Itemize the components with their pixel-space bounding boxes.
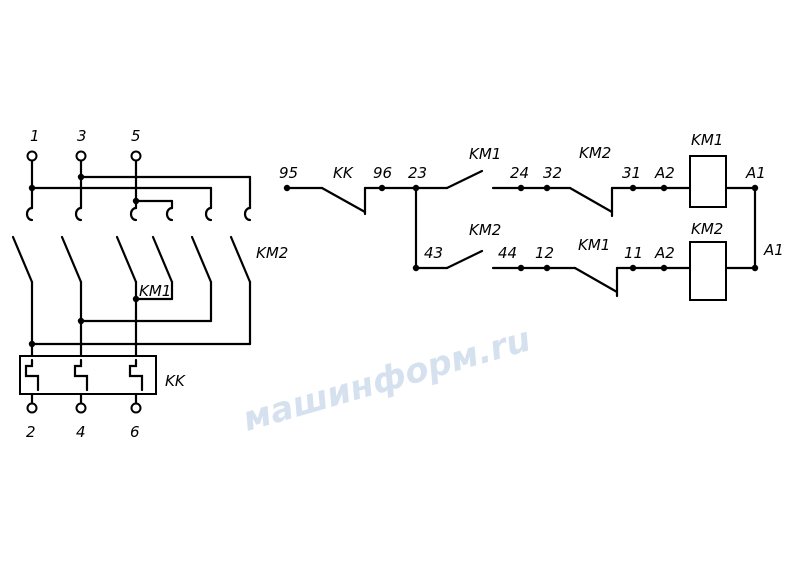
label-24: 24	[510, 164, 529, 182]
label-32: 32	[543, 164, 562, 182]
terminal-6	[130, 402, 142, 414]
svg-text:машинформ.ru: машинформ.ru	[238, 319, 535, 439]
label-km2-power: KM2	[256, 244, 288, 262]
coil-km1	[689, 155, 727, 208]
terminal-3	[75, 150, 87, 162]
label-km2-mid: KM2	[469, 221, 501, 239]
label-31: 31	[622, 164, 641, 182]
label-km2-top: KM2	[579, 144, 611, 162]
label-kk-contact: KK	[333, 164, 354, 182]
label-23: 23	[408, 164, 427, 182]
label-a2-top: A2	[654, 164, 675, 182]
terminal-label-3: 3	[77, 127, 87, 145]
terminal-label-4: 4	[76, 423, 86, 441]
label-95: 95	[279, 164, 298, 182]
terminal-1	[26, 150, 38, 162]
terminal-label-6: 6	[130, 423, 140, 441]
label-kk-relay: KK	[165, 372, 186, 390]
terminal-2	[26, 402, 38, 414]
terminal-4	[75, 402, 87, 414]
label-a1-top: A1	[745, 164, 766, 182]
label-43: 43	[424, 244, 443, 262]
terminal-label-5: 5	[131, 127, 141, 145]
coil-km2	[689, 241, 727, 301]
terminal-label-1: 1	[30, 127, 40, 145]
control-circuit	[283, 155, 759, 301]
label-a2-bot: A2	[654, 244, 675, 262]
power-circuit: KM2 KM1	[11, 150, 288, 358]
overload-relay: KK	[19, 355, 186, 414]
label-coil-km2: KM2	[691, 220, 723, 238]
label-12: 12	[535, 244, 554, 262]
terminal-5	[130, 150, 142, 162]
terminal-label-2: 2	[26, 423, 36, 441]
label-11: 11	[624, 244, 643, 262]
label-coil-km1: KM1	[691, 131, 723, 149]
label-a1-bot: A1	[763, 241, 784, 259]
label-km1-power: KM1	[139, 282, 171, 300]
label-44: 44	[498, 244, 517, 262]
label-km1-top: KM1	[469, 145, 501, 163]
label-96: 96	[373, 164, 392, 182]
watermark: машинформ.ru	[238, 319, 535, 439]
label-km1-bot: KM1	[578, 236, 610, 254]
